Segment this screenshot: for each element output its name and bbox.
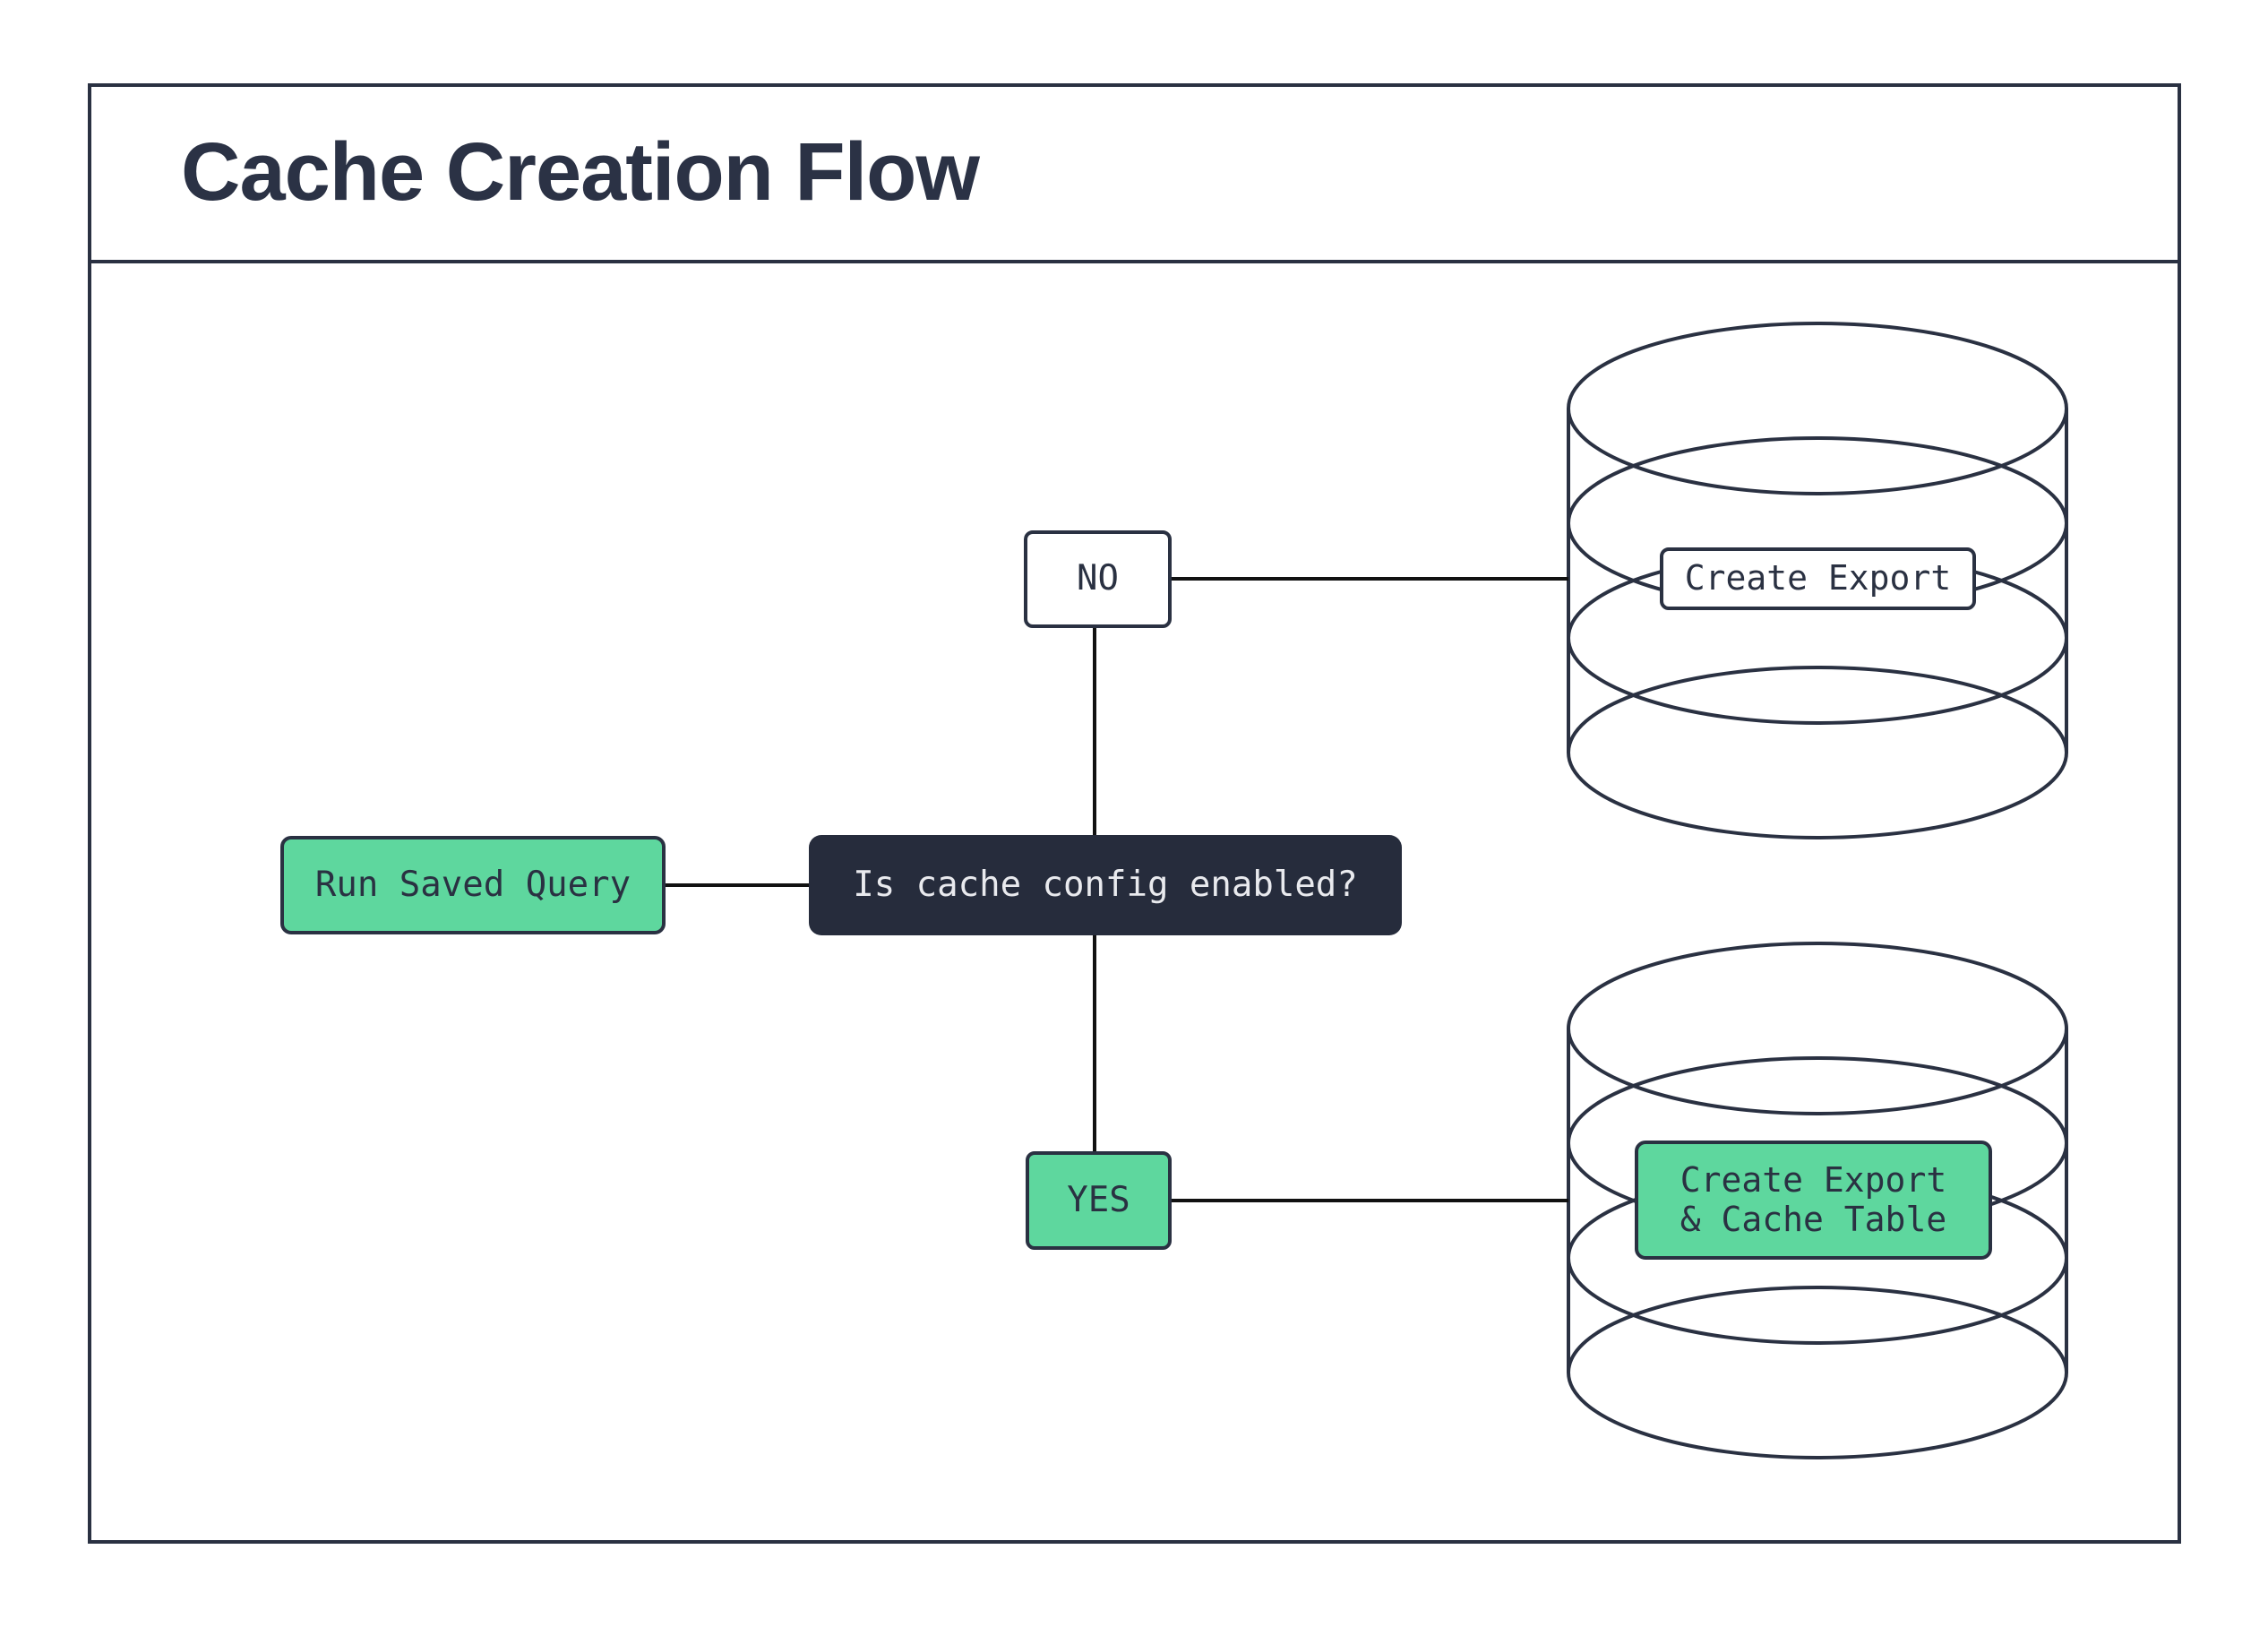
node-cache-config-decision-label: Is cache config enabled? bbox=[853, 864, 1358, 905]
header-divider bbox=[88, 260, 2181, 263]
node-create-export: Create Export bbox=[1660, 547, 1976, 610]
node-cache-config-decision: Is cache config enabled? bbox=[809, 835, 1402, 935]
edge-yes-to-database bbox=[1172, 1199, 1568, 1202]
node-run-saved-query-label: Run Saved Query bbox=[314, 864, 631, 905]
node-branch-no-label: NO bbox=[1077, 558, 1119, 599]
edge-start-to-decision bbox=[666, 883, 809, 887]
node-branch-yes-label: YES bbox=[1067, 1179, 1130, 1220]
node-create-export-cache-table: Create Export & Cache Table bbox=[1635, 1141, 1992, 1260]
node-create-export-cache-table-line2: & Cache Table bbox=[1680, 1199, 1947, 1239]
database-icon-bottom bbox=[1567, 942, 2068, 1459]
node-create-export-cache-table-line1: Create Export bbox=[1680, 1159, 1947, 1200]
edge-decision-to-no bbox=[1093, 628, 1096, 835]
node-run-saved-query: Run Saved Query bbox=[280, 836, 666, 934]
edge-decision-to-yes bbox=[1093, 935, 1096, 1151]
page-title: Cache Creation Flow bbox=[181, 126, 980, 218]
node-create-export-label: Create Export bbox=[1684, 558, 1952, 598]
node-branch-yes: YES bbox=[1026, 1151, 1172, 1250]
diagram-header: Cache Creation Flow bbox=[88, 83, 2181, 262]
node-branch-no: NO bbox=[1024, 530, 1172, 628]
edge-no-to-database bbox=[1172, 577, 1568, 581]
diagram-frame bbox=[88, 83, 2181, 1544]
